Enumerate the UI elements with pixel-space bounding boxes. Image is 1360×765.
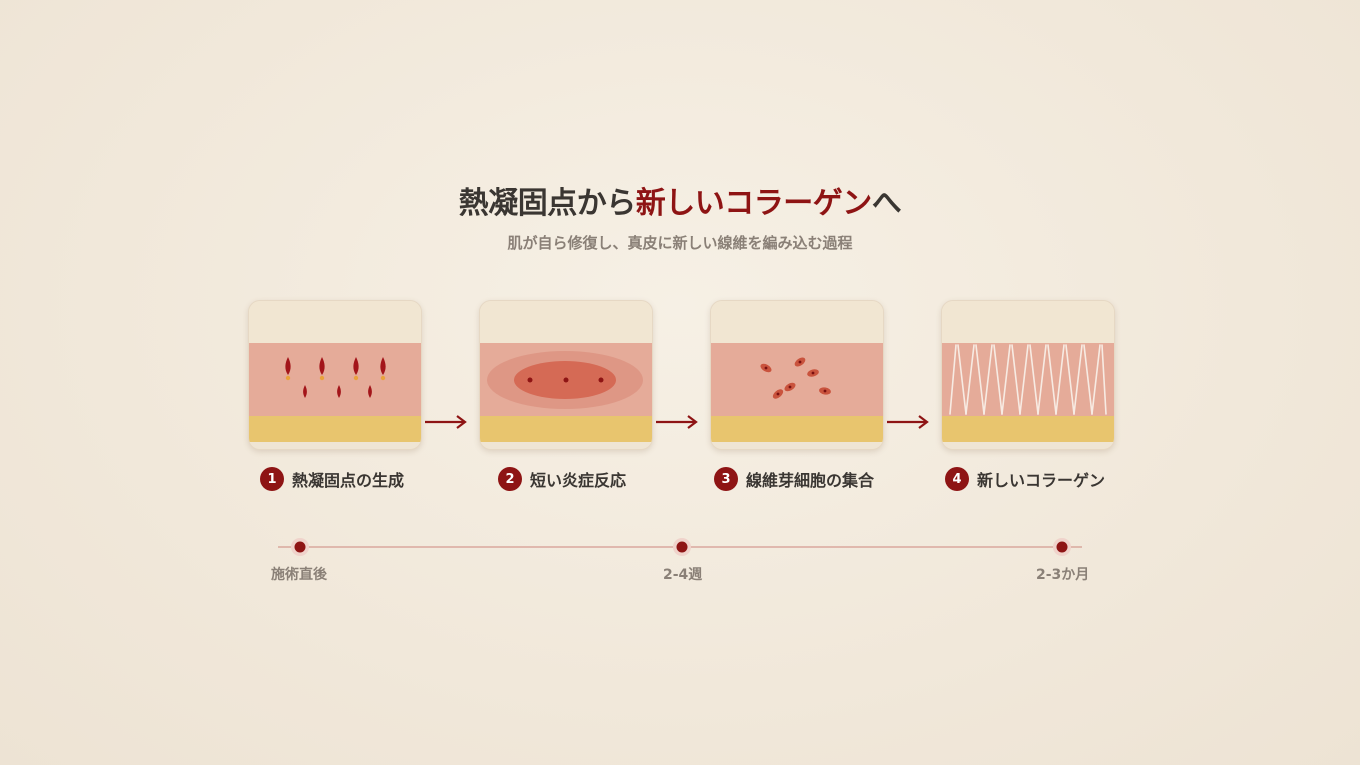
- collagen-fiber: [1073, 344, 1083, 415]
- fibroblast-nucleus: [764, 366, 768, 370]
- step-number-badge: 1: [260, 467, 284, 491]
- inflammation-illustration: [487, 351, 643, 409]
- base-layer: [942, 442, 1114, 449]
- step-2-panel: [479, 300, 653, 450]
- fibroblast-nucleus: [788, 385, 792, 389]
- arrow-right-icon: [656, 415, 698, 429]
- coagulation-point: [319, 357, 325, 375]
- collagen-fiber: [1001, 344, 1011, 415]
- collagen-fiber: [1047, 344, 1057, 415]
- base-layer: [480, 442, 652, 449]
- page-subtitle: 肌が自ら修復し、真皮に新しい線維を編み込む過程: [507, 234, 853, 252]
- step-title: 線維芽細胞の集合: [746, 471, 875, 490]
- coagulation-core: [353, 375, 359, 381]
- inflammation-point: [527, 377, 533, 383]
- step-4-label: 4 新しいコラーゲン: [945, 466, 1105, 492]
- step-3-panel: [710, 300, 884, 450]
- timeline: [278, 538, 1082, 556]
- coagulation-point: [285, 357, 291, 375]
- coagulation-core: [319, 375, 325, 381]
- step-1-label: 1 熱凝固点の生成: [260, 466, 404, 492]
- coagulation-core: [285, 375, 291, 381]
- page-title: 熱凝固点から新しいコラーゲンへ: [0, 178, 1360, 222]
- step-number-badge: 4: [945, 467, 969, 491]
- step-title: 熱凝固点の生成: [292, 471, 405, 490]
- epidermis-layer: [942, 301, 1114, 343]
- collagen-fibers-illustration: [949, 344, 1107, 415]
- collagen-fiber: [965, 344, 975, 415]
- fat-layer: [249, 416, 421, 442]
- collagen-fiber: [983, 344, 993, 415]
- fibroblasts-illustration: [760, 357, 831, 399]
- fat-layer: [711, 416, 883, 442]
- dermis-layer: [249, 343, 421, 416]
- step-3-label: 3 線維芽細胞の集合: [714, 466, 874, 492]
- collagen-fiber: [1065, 344, 1075, 415]
- collagen-fiber: [1091, 344, 1101, 415]
- arrow-right-icon: [887, 415, 929, 429]
- title-part-1: 熱凝固点から: [458, 186, 637, 221]
- dermis-layer: [711, 343, 883, 416]
- timeline-dot: [676, 541, 688, 553]
- coagulation-point: [353, 357, 359, 375]
- collagen-fiber: [1019, 344, 1029, 415]
- coagulation-point: [337, 385, 341, 398]
- title-part-2: へ: [871, 186, 902, 221]
- timeline-label-mid: 2-4週: [663, 567, 703, 583]
- timeline-dot: [1056, 541, 1068, 553]
- coagulation-core: [380, 375, 386, 381]
- collagen-fiber: [1101, 344, 1107, 415]
- collagen-fiber: [957, 344, 967, 415]
- collagen-fiber: [1083, 344, 1093, 415]
- inflammation-point: [598, 377, 604, 383]
- coagulation-point: [303, 385, 307, 398]
- base-layer: [249, 442, 421, 449]
- collagen-fiber: [1029, 344, 1039, 415]
- step-title: 短い炎症反応: [530, 471, 627, 490]
- fibroblast-nucleus: [776, 392, 780, 396]
- collagen-fiber: [993, 344, 1003, 415]
- timeline-dot: [294, 541, 306, 553]
- arrow-right-icon: [425, 415, 467, 429]
- step-number-badge: 2: [498, 467, 522, 491]
- collagen-fiber: [1011, 344, 1021, 415]
- epidermis-layer: [711, 301, 883, 343]
- collagen-fiber: [949, 344, 957, 415]
- fibroblast-nucleus: [811, 371, 815, 375]
- step-2-label: 2 短い炎症反応: [498, 466, 626, 492]
- coagulation-points-illustration: [285, 357, 386, 398]
- collagen-fiber: [1037, 344, 1047, 415]
- fat-layer: [480, 416, 652, 442]
- epidermis-layer: [249, 301, 421, 343]
- epidermis-layer: [480, 301, 652, 343]
- fibroblast-nucleus: [823, 389, 827, 393]
- fibroblast-nucleus: [798, 360, 802, 364]
- fat-layer: [942, 416, 1114, 442]
- coagulation-point: [368, 385, 372, 398]
- base-layer: [711, 442, 883, 449]
- step-1-panel: [248, 300, 422, 450]
- collagen-fiber: [975, 344, 985, 415]
- timeline-label-start: 施術直後: [271, 567, 327, 583]
- step-number-badge: 3: [714, 467, 738, 491]
- step-title: 新しいコラーゲン: [977, 471, 1106, 490]
- inflammation-point: [563, 377, 569, 383]
- timeline-label-end: 2-3か月: [1036, 567, 1090, 583]
- step-4-panel: [941, 300, 1115, 450]
- collagen-fiber: [1055, 344, 1065, 415]
- coagulation-point: [380, 357, 386, 375]
- title-accent: 新しいコラーゲン: [635, 186, 873, 221]
